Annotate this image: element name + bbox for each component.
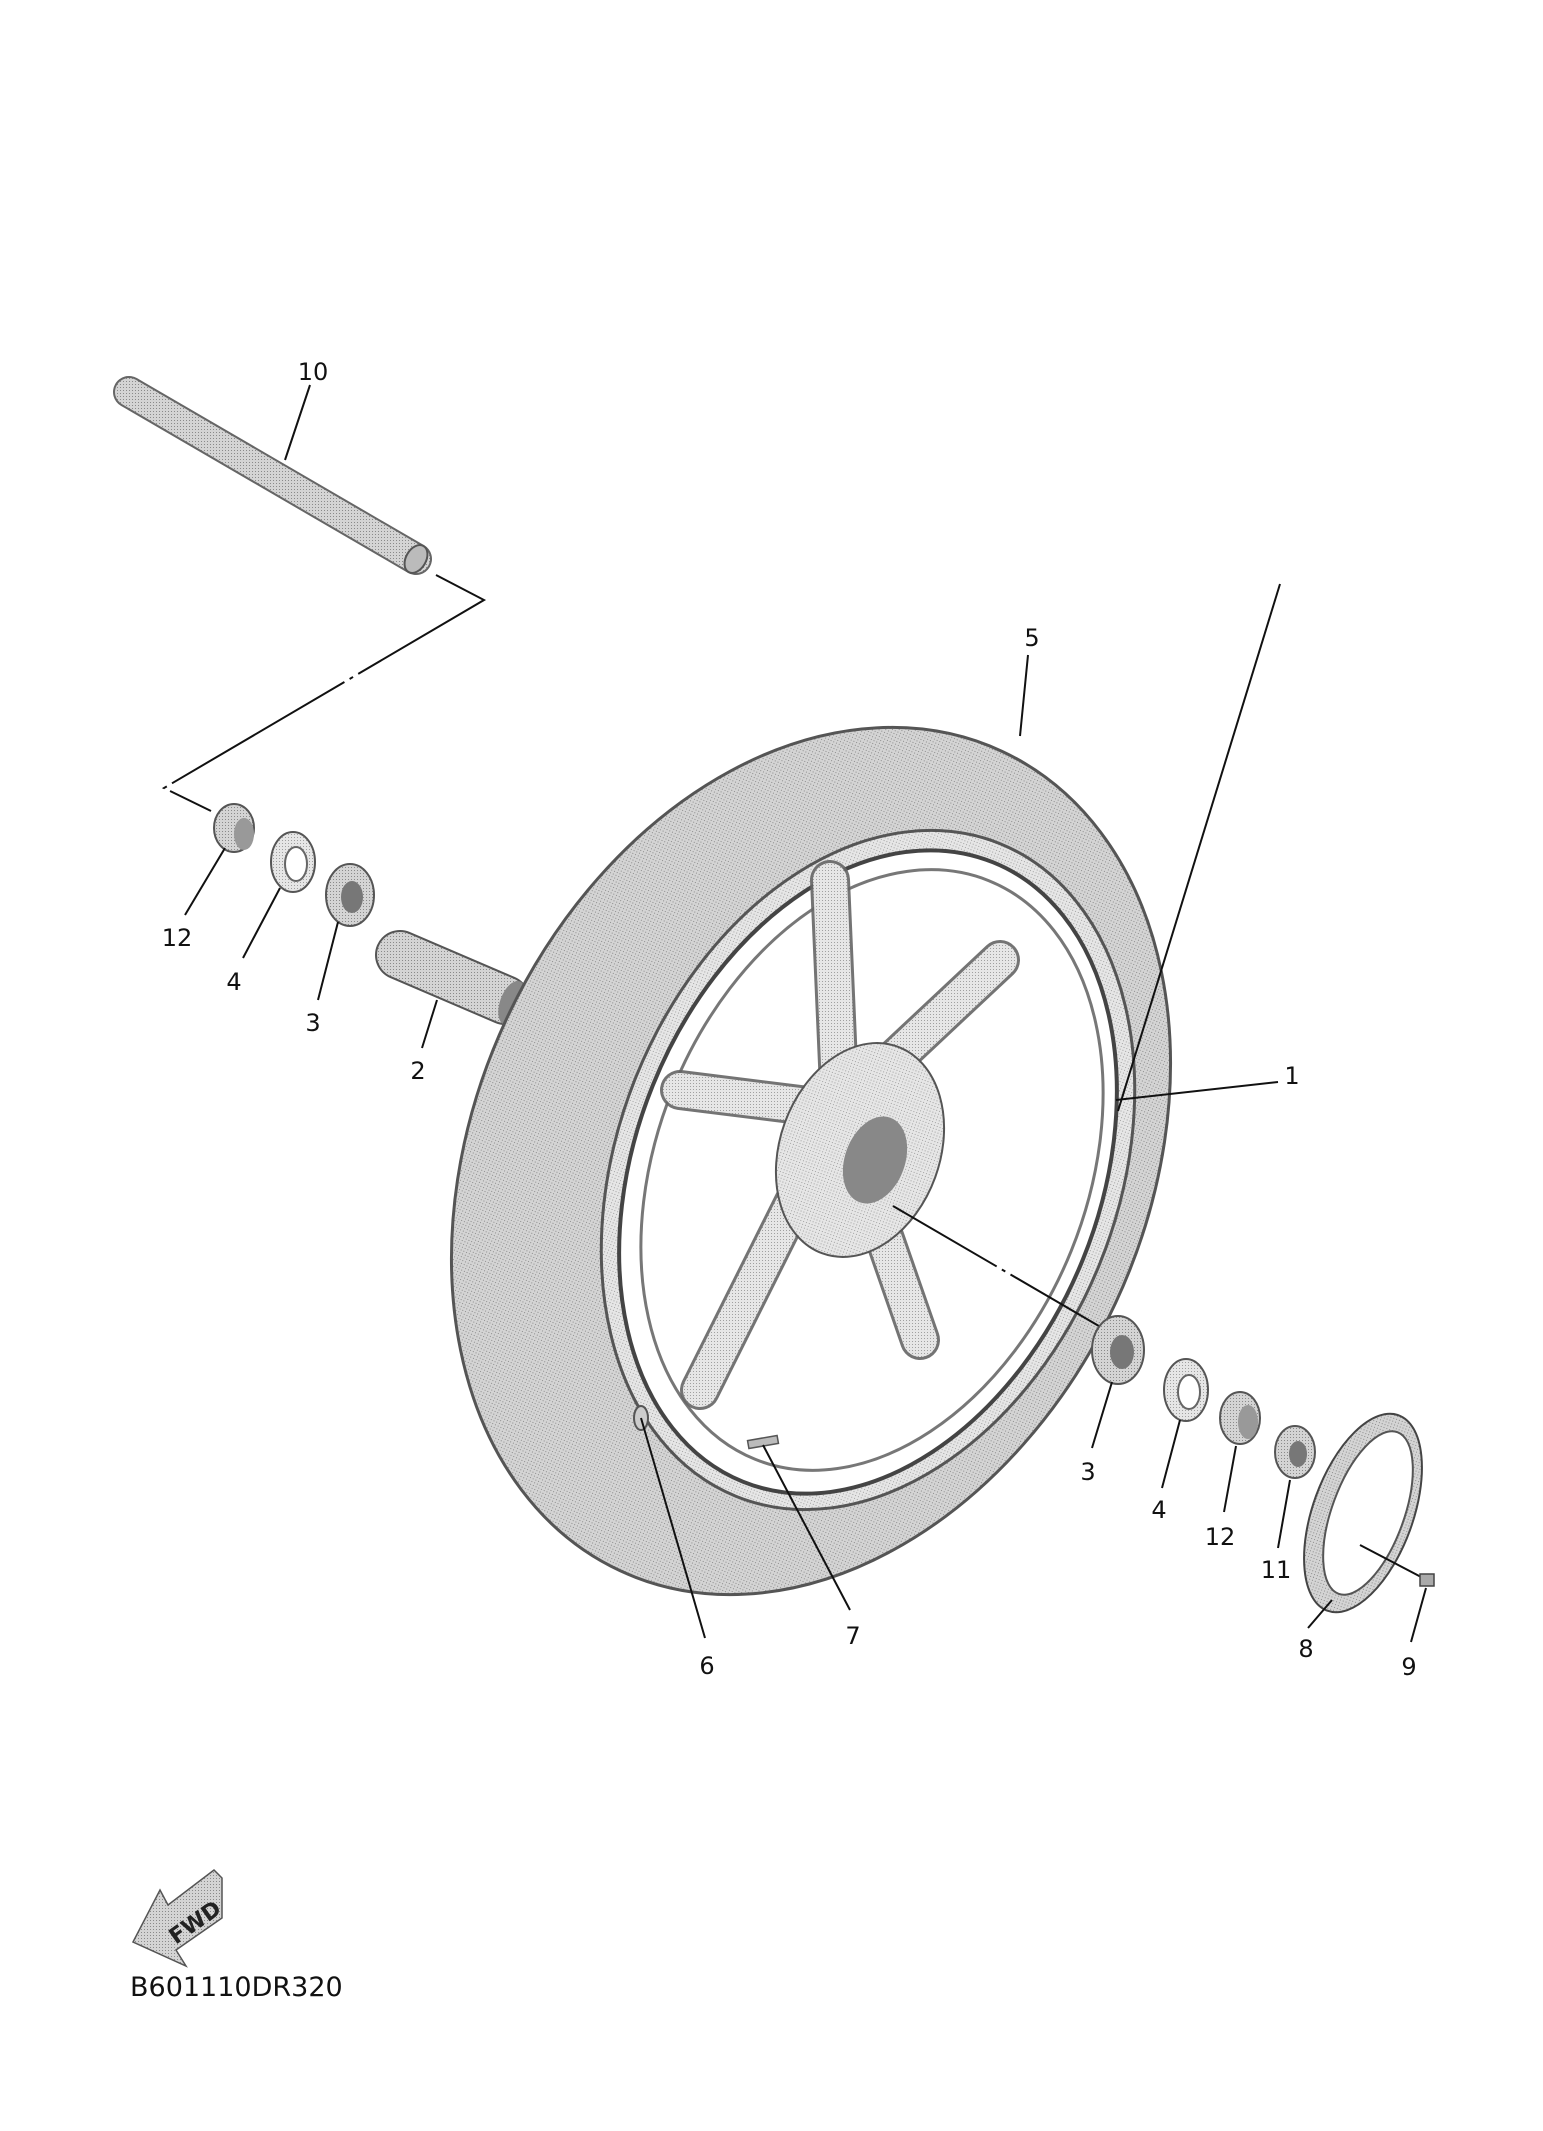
callout-7: 7 xyxy=(845,1622,860,1650)
callout-9: 9 xyxy=(1401,1653,1416,1681)
callout-8: 8 xyxy=(1298,1635,1313,1663)
oil-seal-left-part[interactable] xyxy=(270,831,316,893)
fwd-arrow-icon: FWD xyxy=(131,1869,226,1968)
diagram-code: B601110DR320 xyxy=(130,1972,343,2003)
axle-part[interactable] xyxy=(113,376,432,577)
callout-2: 2 xyxy=(410,1057,425,1085)
callout-12-right: 12 xyxy=(1205,1523,1236,1551)
bolt-part[interactable] xyxy=(1419,1573,1435,1587)
callout-4-right: 4 xyxy=(1151,1496,1166,1524)
assembly-line xyxy=(161,574,487,812)
wheel-part[interactable] xyxy=(528,775,1208,1568)
bearing-right-part[interactable] xyxy=(1091,1315,1145,1385)
callout-1: 1 xyxy=(1284,1062,1299,1090)
callout-12-left: 12 xyxy=(162,924,193,952)
callout-6: 6 xyxy=(699,1652,714,1680)
collar-right-part[interactable] xyxy=(1219,1391,1261,1445)
callout-4-left: 4 xyxy=(226,968,241,996)
bearing-left-part[interactable] xyxy=(325,863,375,927)
callout-5: 5 xyxy=(1024,624,1039,652)
oil-seal-right-part[interactable] xyxy=(1163,1358,1209,1422)
callout-11: 11 xyxy=(1261,1556,1292,1584)
collar-11-part[interactable] xyxy=(1274,1425,1316,1479)
callout-3-left: 3 xyxy=(305,1009,320,1037)
callout-10: 10 xyxy=(298,358,329,386)
collar-left-part[interactable] xyxy=(213,803,255,853)
callout-3-right: 3 xyxy=(1080,1458,1095,1486)
